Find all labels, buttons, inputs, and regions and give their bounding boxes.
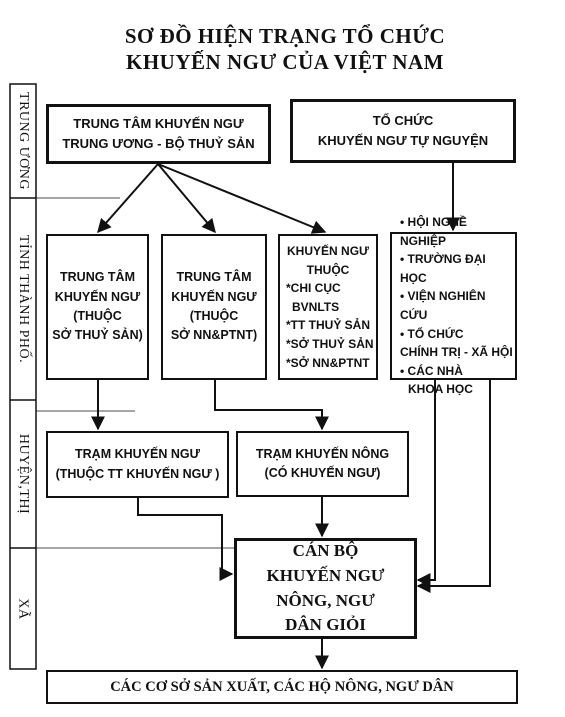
arrow-fish-station-to-staff xyxy=(137,498,234,581)
arrow-central-to-prov-ext xyxy=(157,163,327,234)
central-extension-center-box: TRUNG TÂM KHUYẾN NGƯ TRUNG ƯƠNG - BỘ THU… xyxy=(46,104,271,164)
voluntary-organization-box: TỔ CHỨC KHUYẾN NGƯ TỰ NGUYỆN xyxy=(290,99,516,163)
arrow-prov-agri-to-station xyxy=(214,380,329,431)
prov-organizations-box: • HỘI NGHỀ NGHIỆP • TRƯỜNG ĐẠI HỌC • VIỆ… xyxy=(390,215,517,396)
level-label-central: TRUNG ƯƠNG xyxy=(16,92,32,190)
prov-agri-center-box: TRUNG TÂM KHUYẾN NGƯ (THUỘC SỞ NN&PTNT) xyxy=(161,234,267,380)
level-label-district: HUYỆN,THỊ xyxy=(16,433,32,515)
level-label-commune: XÃ xyxy=(15,597,31,620)
level-column-frame xyxy=(9,83,37,670)
arrow-prov-ext-to-staff xyxy=(416,380,436,587)
district-agri-station-box: TRẠM KHUYẾN NÔNG (CÓ KHUYẾN NGƯ) xyxy=(236,431,409,497)
prov-fisheries-center-box: TRUNG TÂM KHUYẾN NGƯ (THUỘC SỞ THUỶ SẢN) xyxy=(46,234,149,380)
production-households-box: CÁC CƠ SỞ SẢN XUẤT, CÁC HỘ NÔNG, NGƯ DÂN xyxy=(46,670,518,704)
arrow-orgs-to-staff xyxy=(416,380,491,593)
level-label-province: TỈNH THÀNH PHỐ. xyxy=(16,234,31,364)
chart-title-line1: SƠ ĐỒ HIỆN TRẠNG TỔ CHỨC xyxy=(124,24,446,48)
arrow-central-to-prov-agri xyxy=(157,163,216,234)
district-fisheries-station-box: TRẠM KHUYẾN NGƯ (THUỘC TT KHUYẾN NGƯ ) xyxy=(46,431,229,498)
commune-staff-box: CÁN BỘ KHUYẾN NGƯ NÔNG, NGƯ DÂN GIỎI xyxy=(234,538,417,639)
chart-title-line2: KHUYẾN NGƯ CỦA VIỆT NAM xyxy=(126,50,444,74)
prov-extension-box: KHUYẾN NGƯ THUỘC *CHI CỤC BVNLTS *TT THU… xyxy=(278,234,378,380)
arrow-central-to-prov-fish xyxy=(97,163,159,234)
